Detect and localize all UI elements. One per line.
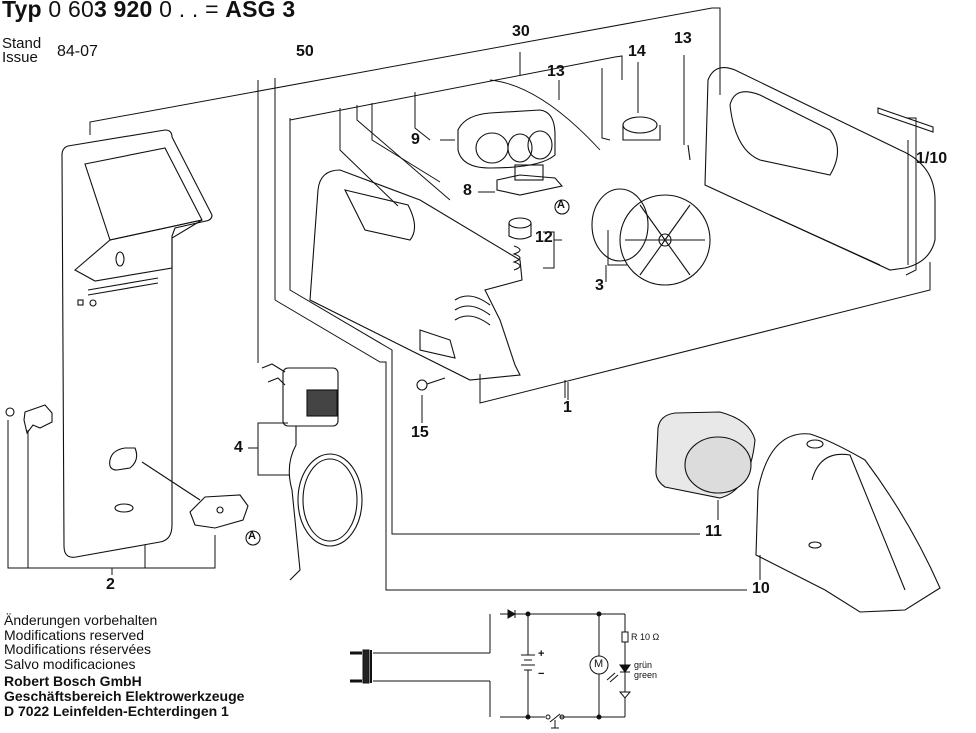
resistor-label: R 10 Ω [631, 632, 660, 642]
assembly-bracket-lines [7, 7, 931, 591]
label-strip [877, 107, 934, 133]
part-label-15: 15 [411, 424, 429, 441]
typ-label: Typ [2, 0, 42, 22]
led-label-en: green [634, 670, 658, 680]
button-spring [508, 217, 532, 271]
callout-a-1 [554, 199, 570, 215]
part-label-1: 1 [563, 399, 572, 416]
callout-a-2 [245, 530, 261, 546]
part-label-30: 30 [512, 23, 530, 40]
wall-bracket-panel [61, 129, 213, 558]
switch-contact [496, 164, 564, 196]
callout-a-label-2: A [248, 530, 256, 542]
battery-minus-label: − [538, 668, 545, 680]
part-label-9: 9 [411, 131, 420, 148]
part-label-13-left: 13 [547, 63, 565, 80]
footer-line-en: Modifications reserved [4, 626, 145, 643]
footer-line-fr: Modifications réservées [4, 641, 152, 658]
front-housing [309, 169, 523, 381]
motor-fan [591, 188, 711, 286]
led-label-de: grün [634, 660, 653, 670]
part-label-12: 12 [535, 229, 553, 246]
led-holder [622, 116, 691, 161]
part-label-10: 10 [752, 580, 770, 597]
type-number-suffix: 0 . . = [152, 0, 226, 22]
filter [655, 411, 756, 499]
bracket-2 [7, 420, 216, 569]
part-label-13-right: 13 [674, 30, 692, 47]
footer-line-de: Änderungen vorbehalten [4, 612, 158, 628]
type-number-prefix: 0 60 [48, 0, 94, 22]
company-address: D 7022 Leinfelden-Echterdingen 1 [4, 702, 229, 719]
battery-plus-label: + [538, 648, 545, 660]
part-label-11: 11 [705, 523, 722, 540]
stand-label: Stand [2, 35, 42, 52]
screw [416, 377, 446, 391]
issue-date: 84-07 [57, 43, 98, 60]
bracket-clip [5, 404, 53, 435]
bracket-50 [89, 7, 721, 135]
plug-in-charger [261, 363, 363, 581]
callout-a-label-1: A [557, 199, 565, 211]
part-label-50: 50 [296, 43, 314, 60]
part-label-3: 3 [595, 277, 604, 294]
part-label-4: 4 [234, 439, 243, 456]
footer-notes: Änderungen vorbehalten Modifications res… [4, 613, 244, 718]
charging-contact [141, 461, 249, 529]
document-title: Typ 0 603 920 0 . . = ASG 3 [2, 0, 295, 23]
bracket-30 [289, 55, 623, 121]
part-label-14: 14 [628, 43, 646, 60]
stand-issue-label: Stand Issue [2, 35, 42, 66]
nozzle [755, 433, 941, 613]
issue-label: Issue [2, 49, 38, 66]
bracket-1 [479, 262, 931, 404]
bracket-4 [257, 422, 290, 476]
model-name: ASG 3 [225, 0, 296, 22]
type-number-main: 3 920 [93, 0, 153, 22]
rear-housing [704, 67, 936, 271]
company-division: Geschäftsbereich Elektrowerkzeuge [4, 687, 245, 704]
part-label-1-10: 1/10 [916, 150, 948, 167]
part-label-8: 8 [463, 182, 472, 199]
company-name: Robert Bosch GmbH [4, 673, 142, 690]
battery-pack [457, 79, 601, 169]
part-label-2: 2 [106, 576, 115, 593]
footer-line-es: Salvo modificaciones [4, 655, 136, 672]
motor-symbol-label: M [594, 658, 604, 670]
circuit-diagram [350, 609, 632, 729]
